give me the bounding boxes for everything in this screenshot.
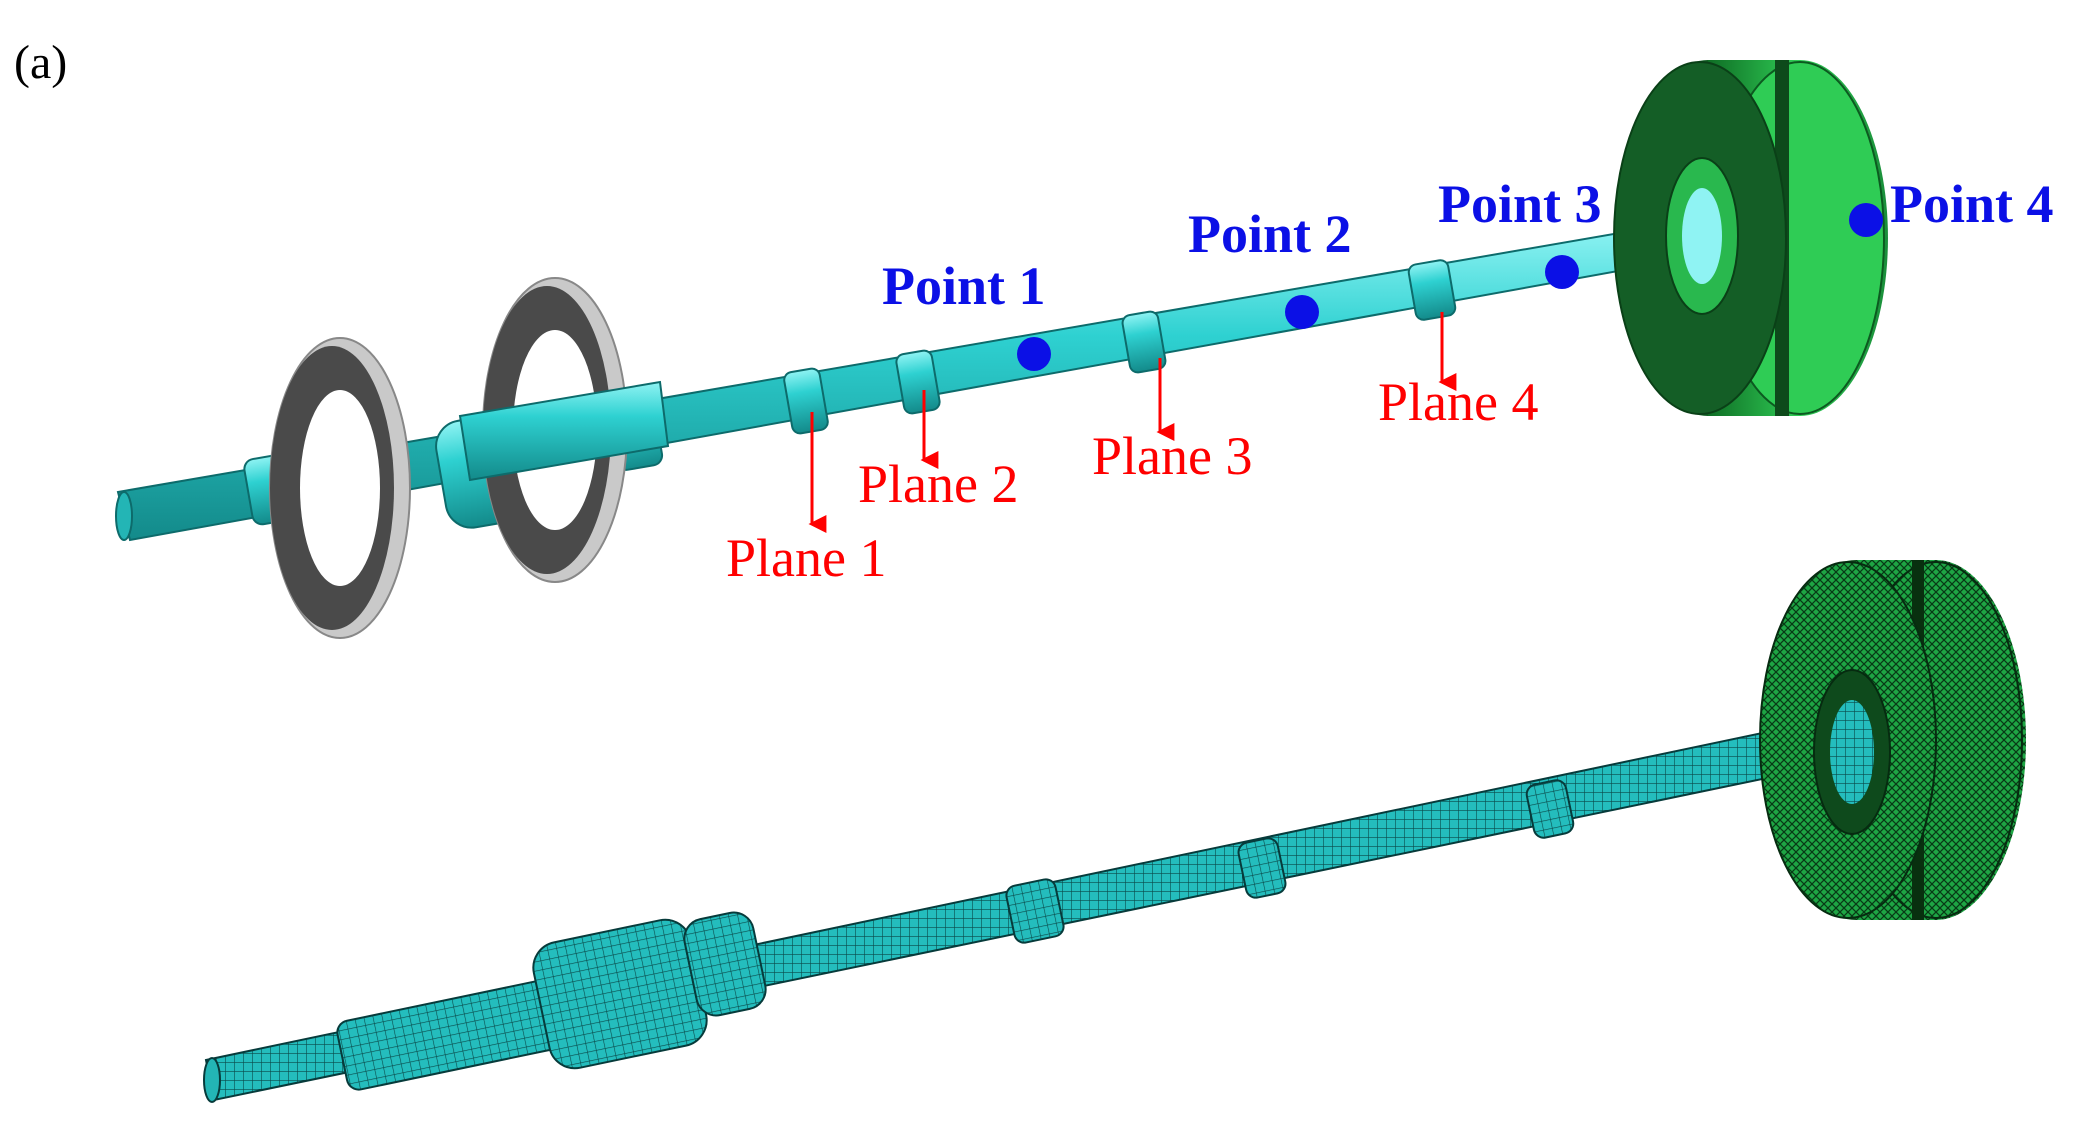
mesh-shaft-end (203, 1057, 221, 1103)
solid-disk (1613, 60, 1888, 416)
plane-1-label: Plane 1 (726, 528, 886, 588)
point-3-marker (1545, 255, 1579, 289)
plane-3-label: Plane 3 (1092, 426, 1252, 486)
plane-2-label: Plane 2 (858, 454, 1018, 514)
mesh-disk (1759, 560, 2026, 920)
point-2-label: Point 2 (1188, 204, 1352, 264)
point-1-label: Point 1 (882, 256, 1046, 316)
mesh-shaft-steps (336, 715, 1833, 1091)
solid-shaft-end (115, 491, 133, 541)
panel-label: (a) (14, 36, 67, 89)
point-3-label: Point 3 (1438, 174, 1602, 234)
point-4-label: Point 4 (1890, 174, 2054, 234)
solid-ring-left (269, 337, 411, 639)
solid-ring-right (458, 277, 670, 583)
point-4-marker (1849, 203, 1883, 237)
point-2-marker (1285, 295, 1319, 329)
solid-rotor-model (115, 60, 1888, 639)
point-1-marker (1017, 337, 1051, 371)
points-layer: Point 1 Point 2 Point 3 Point 4 (882, 174, 2054, 371)
plane-4-label: Plane 4 (1378, 372, 1538, 432)
plane-labels: Plane 1 Plane 2 Plane 3 Plane 4 (726, 372, 1538, 588)
meshed-rotor-model (203, 560, 2026, 1103)
planes-layer (808, 312, 1457, 533)
